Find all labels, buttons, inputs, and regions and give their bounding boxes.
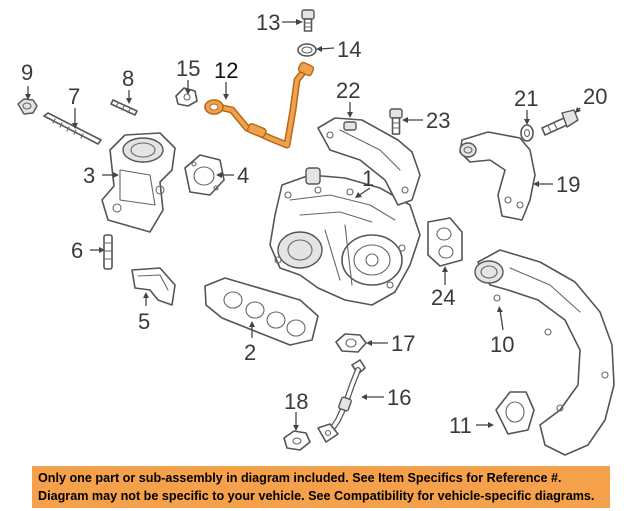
part-2-manifold-gasket — [204, 277, 319, 346]
part-11-gasket — [495, 391, 535, 435]
part-8-stud — [110, 99, 138, 116]
callout-20: 20 — [583, 84, 607, 109]
part-4-gasket — [184, 154, 225, 196]
part-14-o-ring — [297, 43, 317, 57]
disclaimer-line-1: Only one part or sub-assembly in diagram… — [38, 471, 562, 485]
callout-7: 7 — [68, 84, 80, 109]
part-9-nut — [17, 98, 38, 115]
callout-3: 3 — [83, 163, 95, 188]
part-12-oil-feed-pipe — [204, 61, 315, 149]
part-10-intake-duct — [474, 249, 615, 456]
disclaimer-line-2: Diagram may not be specific to your vehi… — [38, 489, 595, 503]
callout-6: 6 — [71, 238, 83, 263]
part-5-heat-shield — [131, 267, 176, 306]
part-6-stud — [103, 234, 113, 270]
callout-15: 15 — [176, 56, 200, 81]
callout-23: 23 — [426, 108, 450, 133]
callout-19: 19 — [556, 172, 580, 197]
callout-11: 11 — [449, 413, 472, 438]
callout-12-highlighted: 12 — [214, 58, 238, 83]
callout-24: 24 — [431, 285, 455, 310]
part-18-gasket — [283, 430, 311, 451]
part-13-bolt — [301, 9, 315, 32]
callout-13: 13 — [256, 10, 280, 35]
callout-22: 22 — [336, 78, 360, 103]
callout-21: 21 — [514, 86, 538, 111]
part-7-stud — [43, 112, 102, 145]
callout-9: 9 — [21, 60, 33, 85]
part-17-gasket — [335, 333, 367, 353]
callout-4: 4 — [237, 163, 249, 188]
callout-10: 10 — [490, 332, 514, 357]
part-19-oil-return-bracket — [459, 131, 536, 221]
disclaimer-banner: Only one part or sub-assembly in diagram… — [32, 466, 610, 508]
part-3-manifold-adapter — [101, 132, 176, 233]
callout-1: 1 — [362, 166, 374, 191]
callout-17: 17 — [391, 331, 415, 356]
leader-lines — [25, 19, 581, 431]
callout-18: 18 — [284, 389, 308, 414]
part-20-bolt — [541, 109, 579, 136]
callout-14: 14 — [337, 37, 361, 62]
part-1-turbocharger — [269, 167, 421, 306]
part-24-gasket — [427, 217, 463, 267]
part-15-bracket — [175, 87, 198, 107]
part-23-bolt — [389, 108, 403, 135]
part-21-washer — [520, 124, 534, 142]
callout-8: 8 — [122, 66, 134, 91]
callout-labels: 13 14 9 7 8 15 12 3 4 6 5 2 1 22 23 24 2… — [21, 10, 607, 438]
part-16-oil-return-pipe — [317, 359, 366, 443]
callout-5: 5 — [138, 309, 150, 334]
part-22-heat-shield — [317, 117, 421, 206]
callout-2: 2 — [244, 340, 256, 365]
callout-16: 16 — [387, 385, 411, 410]
